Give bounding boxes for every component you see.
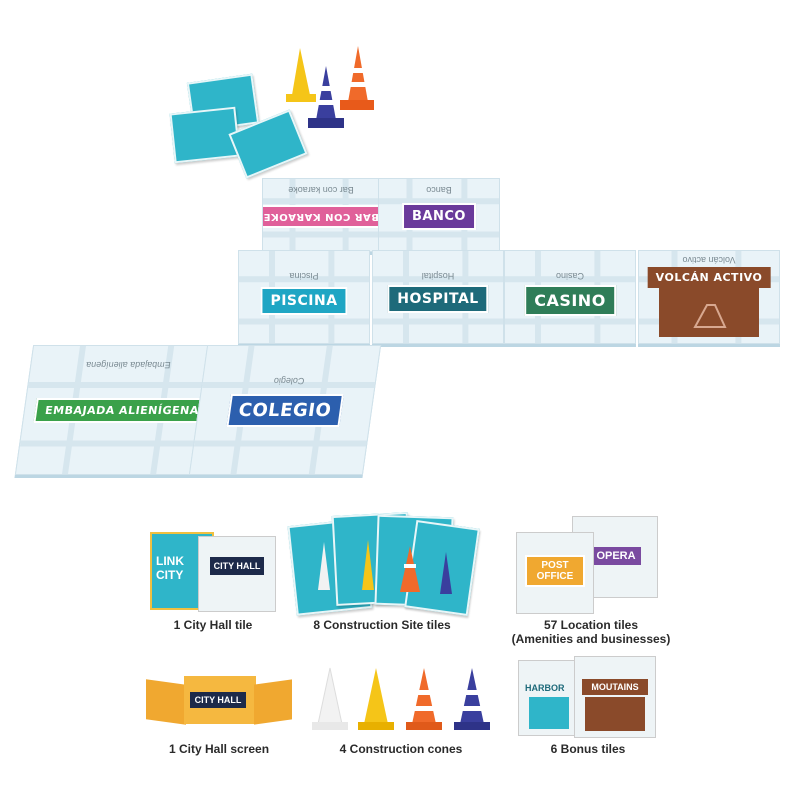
- loose-pieces: [160, 40, 400, 179]
- tile-label: BAR CON KARAOKE: [263, 205, 379, 228]
- blue-cone: [454, 668, 490, 730]
- post-office-card: POST OFFICE: [516, 532, 594, 614]
- tile-label: BANCO: [402, 203, 476, 230]
- mountains-card: MOUTAINS: [574, 656, 656, 738]
- tile-hospital[interactable]: Hospital HOSPITAL: [372, 250, 504, 344]
- caption-city-hall-tile: 1 City Hall tile: [173, 618, 253, 632]
- caption-construction-cones: 4 Construction cones: [339, 742, 463, 756]
- tile-label: PISCINA: [260, 287, 348, 315]
- tile-colegio[interactable]: Colegio COLEGIO: [188, 345, 382, 475]
- tile-volcan[interactable]: Volcán activo VOLCÁN ACTIVO: [638, 250, 780, 344]
- harbor-label: HARBOR: [525, 683, 565, 693]
- harbor-art: [529, 697, 569, 729]
- tile-label: COLEGIO: [226, 394, 344, 427]
- bonus-tiles-art: HARBOR MOUTAINS: [518, 656, 658, 738]
- construction-cones-art: [312, 667, 490, 730]
- tile-small-label: Piscina: [289, 271, 319, 281]
- tile-small-label: Embajada alienígena: [85, 360, 172, 370]
- caption-location-line2: (Amenities and businesses): [511, 632, 671, 646]
- volcano-icon: [693, 304, 727, 328]
- link-city-text: LINK CITY: [156, 554, 184, 582]
- tile-small-label: Colegio: [273, 376, 306, 386]
- tile-small-label: Casino: [556, 271, 585, 281]
- yellow-cone: [358, 668, 394, 730]
- caption-location-line1: 57 Location tiles: [543, 618, 639, 632]
- construction-site-tiles-art: [287, 512, 480, 617]
- yellow-cone: [292, 48, 310, 95]
- screen-right-panel: [254, 679, 292, 725]
- city-hall-screen-badge: CITY HALL: [190, 692, 246, 708]
- white-cone: [312, 667, 348, 730]
- city-hall-badge: CITY HALL: [210, 557, 264, 575]
- tile-label: VOLCÁN ACTIVO: [647, 267, 771, 288]
- tile-piscina[interactable]: Piscina PISCINA: [238, 250, 370, 344]
- tile-label: CASINO: [524, 285, 616, 316]
- city-hall-card: CITY HALL: [198, 536, 276, 612]
- caption-location-tiles: 57 Location tiles (Amenities and busines…: [506, 618, 676, 646]
- caption-construction-site-tiles: 8 Construction Site tiles: [313, 618, 451, 632]
- caption-bonus-tiles: 6 Bonus tiles: [550, 742, 626, 756]
- cones-group: [286, 46, 374, 128]
- orange-cone: [406, 668, 442, 730]
- mountains-label: MOUTAINS: [582, 679, 648, 695]
- city-hall-screen-art: CITY HALL: [146, 668, 292, 730]
- tile-label: EMBAJADA ALIENÍGENA: [33, 398, 211, 423]
- screen-left-panel: [146, 679, 186, 725]
- tile-bar-karaoke[interactable]: Bar con karaoke BAR CON KARAOKE: [262, 178, 380, 252]
- tile-embajada[interactable]: Embajada alienígena EMBAJADA ALIENÍGENA: [14, 345, 230, 475]
- tile-casino[interactable]: Casino CASINO: [504, 250, 636, 344]
- location-tiles-art: OPERA POST OFFICE: [516, 516, 664, 614]
- tile-small-label: Bar con karaoke: [288, 185, 354, 195]
- city-hall-tile-art: LINK CITY CITY HALL: [150, 532, 276, 612]
- cone-icons: [318, 540, 452, 594]
- blue-cone: [316, 66, 336, 120]
- tile-banco[interactable]: Banco BANCO: [378, 178, 500, 252]
- post-office-label: POST OFFICE: [525, 555, 585, 587]
- caption-city-hall-screen: 1 City Hall screen: [168, 742, 270, 756]
- opera-label: OPERA: [591, 547, 641, 565]
- tile-label: HOSPITAL: [387, 285, 489, 313]
- tile-small-label: Banco: [426, 185, 452, 195]
- orange-cone: [348, 46, 368, 102]
- mountains-art: [585, 697, 645, 731]
- tile-small-label: Volcán activo: [682, 255, 736, 265]
- tile-small-label: Hospital: [421, 271, 455, 281]
